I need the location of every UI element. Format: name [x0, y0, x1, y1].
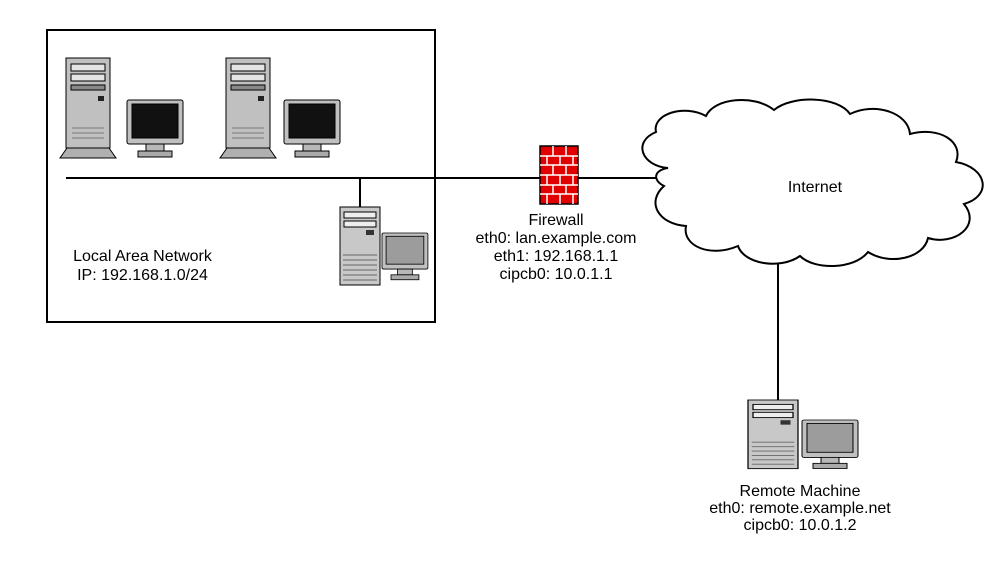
firewall-eth1: eth1: 192.168.1.1 — [493, 248, 619, 265]
workstation-2-tower-icon — [219, 57, 277, 159]
remote-machine-monitor-icon — [801, 419, 859, 469]
lan-title: Local Area Network — [73, 248, 212, 265]
remote-machine-tower-icon — [747, 399, 799, 470]
firewall-name: Firewall — [528, 212, 584, 229]
workstation-3-monitor-icon — [381, 232, 429, 281]
internet-label: Internet — [765, 179, 865, 197]
lan-ip: IP: 192.168.1.0/24 — [77, 267, 208, 284]
firewall-cipcb0: cipcb0: 10.0.1.1 — [499, 266, 613, 283]
remote-name: Remote Machine — [739, 483, 861, 500]
workstation-1-tower-icon — [59, 57, 117, 159]
firewall-label: Firewall eth0: lan.example.com eth1: 192… — [436, 212, 676, 284]
lan-label: Local Area Network IP: 192.168.1.0/24 — [50, 247, 235, 285]
firewall-brick-icon — [539, 145, 579, 205]
internet-cloud-icon — [641, 98, 984, 267]
workstation-1-monitor-icon — [126, 99, 184, 158]
remote-machine-label: Remote Machine eth0: remote.example.net … — [680, 483, 920, 534]
firewall-eth0: eth0: lan.example.com — [475, 230, 637, 247]
workstation-2-monitor-icon — [283, 99, 341, 158]
lan-boundary-box — [46, 29, 436, 323]
internet-title: Internet — [787, 179, 843, 196]
remote-cipcb0: cipcb0: 10.0.1.2 — [743, 517, 857, 534]
workstation-3-tower-icon — [339, 206, 381, 286]
remote-eth0: eth0: remote.example.net — [709, 500, 891, 517]
